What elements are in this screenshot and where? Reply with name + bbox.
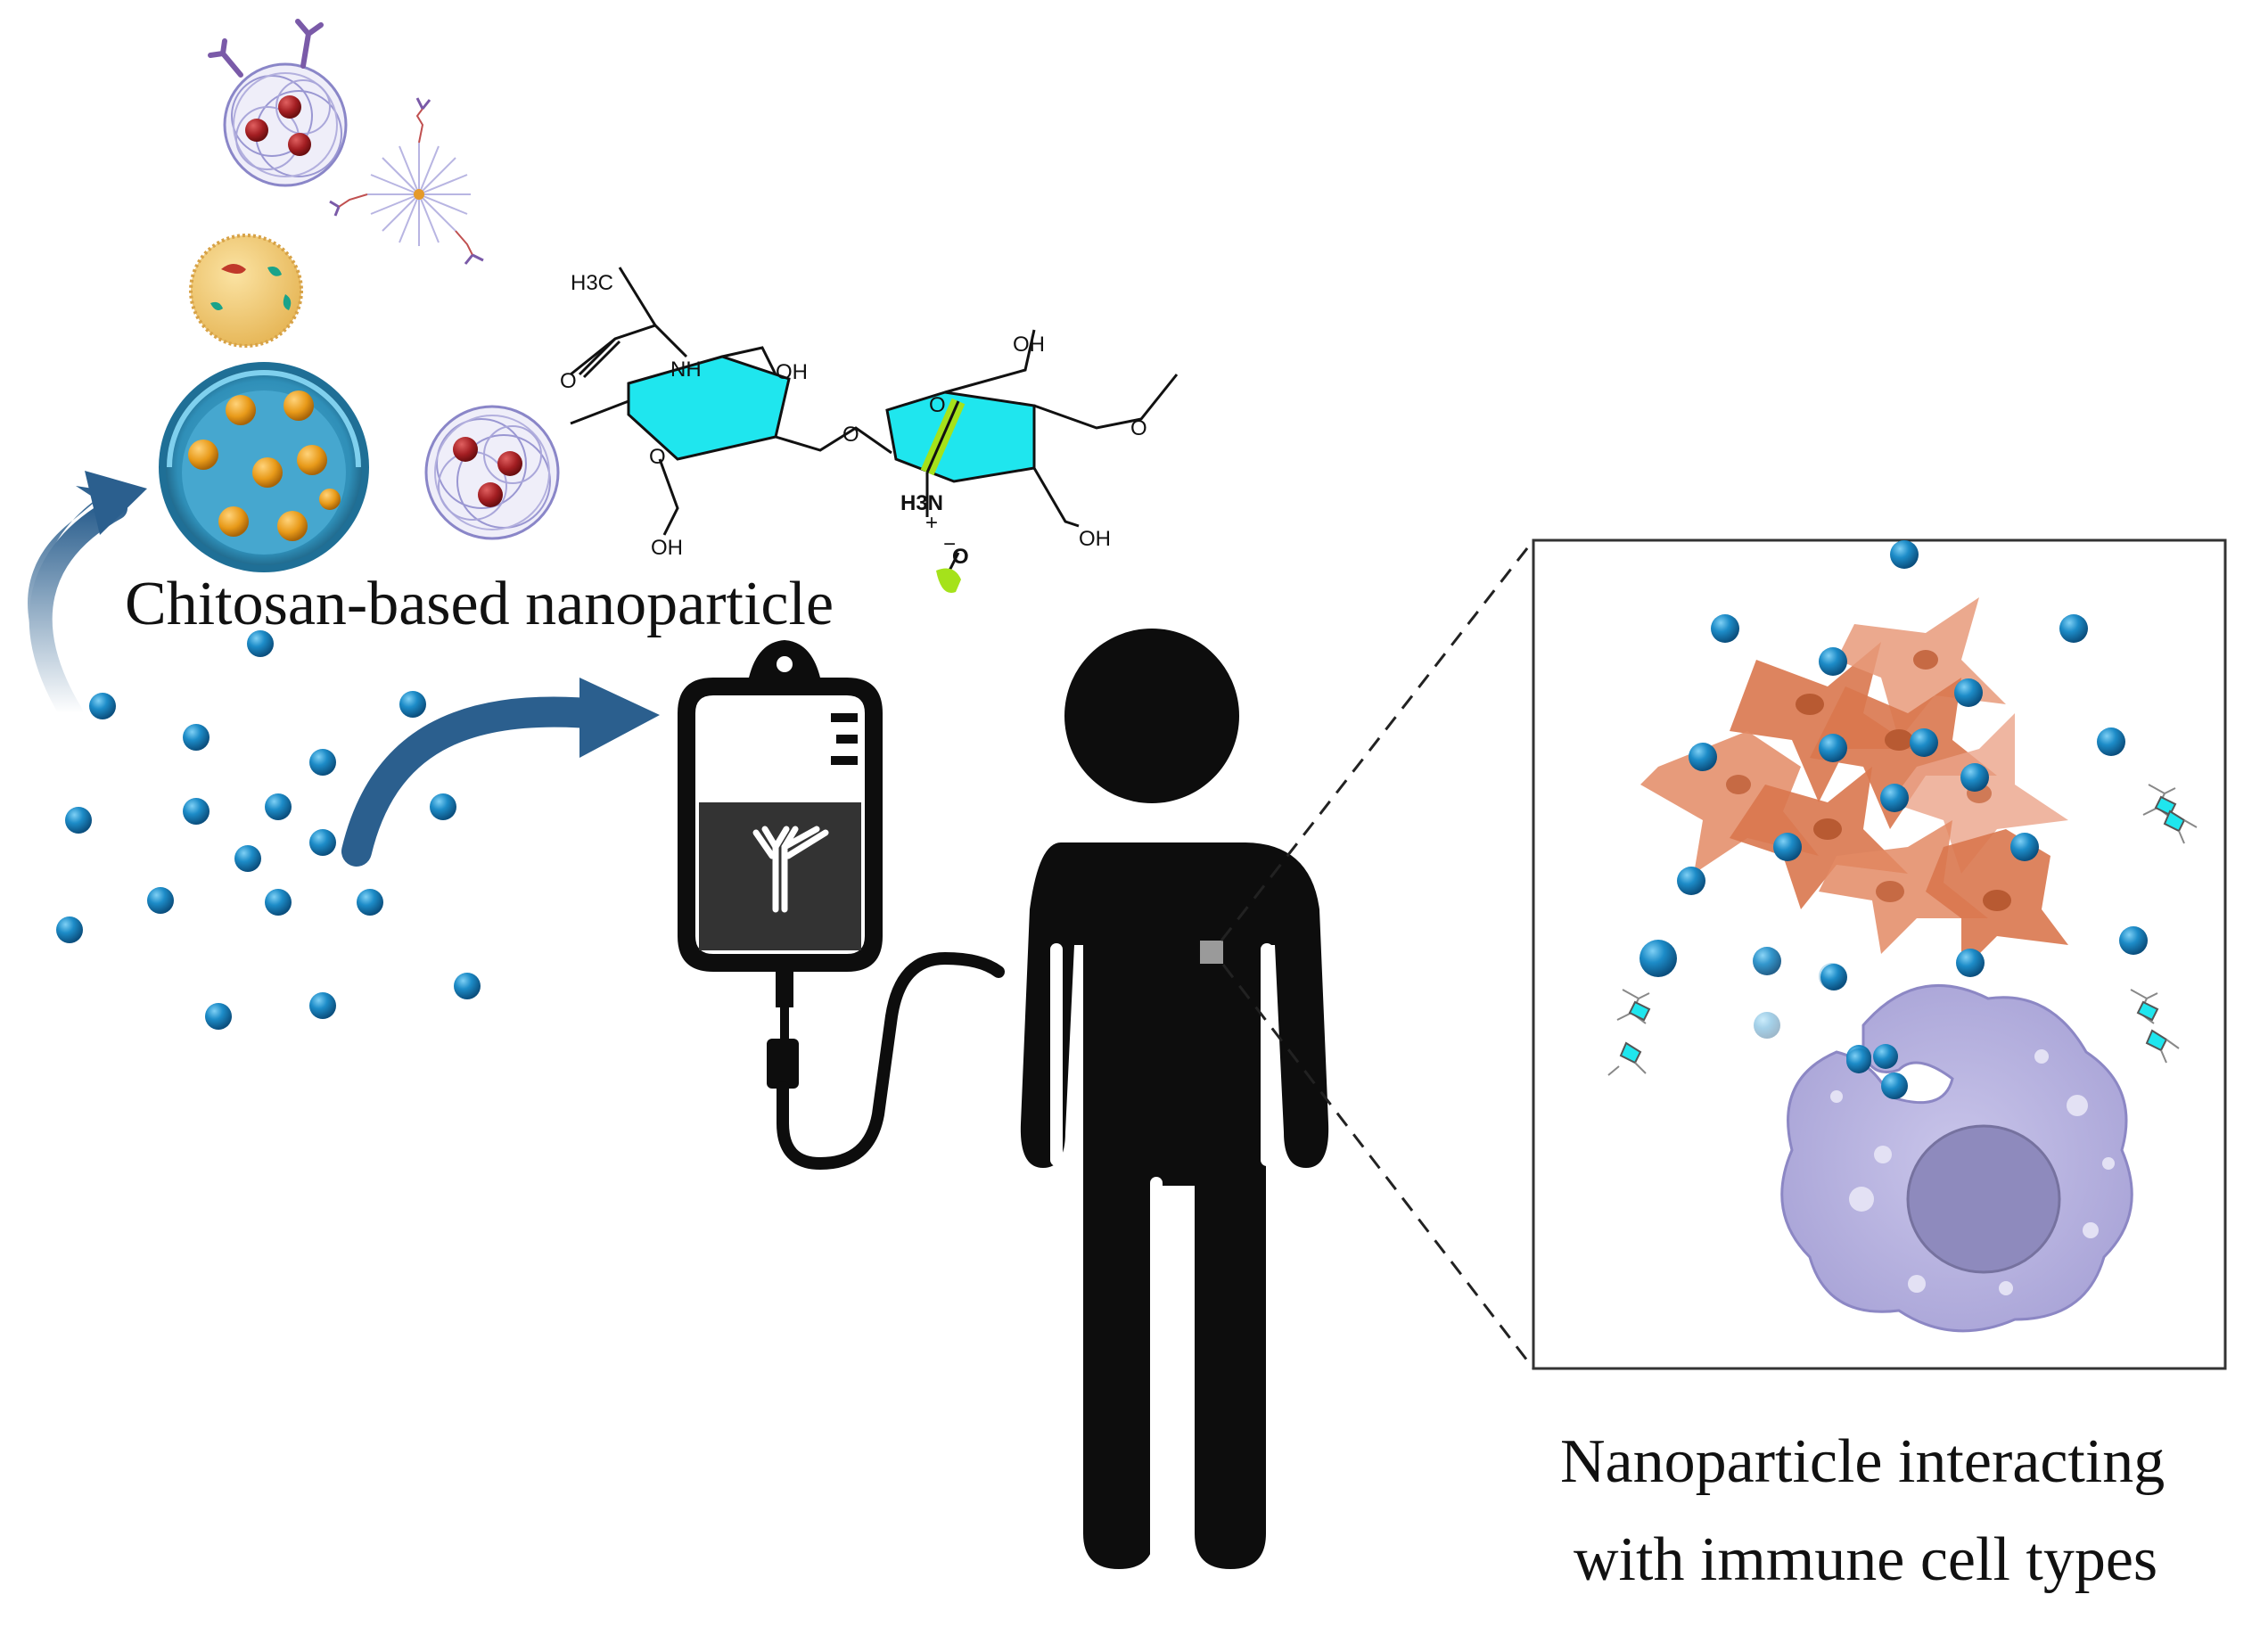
chem-nh-label: NH bbox=[670, 358, 702, 382]
polymer-nanoparticle-with-antibodies bbox=[208, 19, 348, 187]
chem-ring2-oh-bottom-label: OH bbox=[1079, 527, 1111, 551]
nanoparticle-dot bbox=[1711, 614, 1739, 643]
nanoparticle-dot bbox=[1819, 963, 1845, 990]
antibody-icon bbox=[752, 826, 829, 913]
nanoparticle-dot bbox=[1754, 1012, 1780, 1039]
nanoparticle-dot bbox=[1753, 947, 1781, 975]
nanoparticle-dot bbox=[1960, 763, 1989, 792]
nanoparticle-dot bbox=[1640, 940, 1677, 977]
upward-curved-arrow bbox=[28, 471, 147, 725]
nanoparticle-dot bbox=[1846, 1048, 1871, 1073]
fibroblast-cells bbox=[1640, 597, 2068, 972]
polymer-nanoparticle bbox=[424, 405, 560, 540]
nanoparticle-dot bbox=[1881, 1073, 1908, 1099]
liposome-nanoparticle bbox=[189, 234, 303, 348]
nanoparticle-dot bbox=[65, 807, 92, 834]
zoom-guide-lines bbox=[1220, 539, 1535, 1369]
person-silhouette-icon bbox=[1020, 629, 1329, 1569]
nanoparticle-dot bbox=[1819, 647, 1847, 676]
nanoparticle-dot bbox=[1689, 743, 1717, 771]
nanoparticle-dot bbox=[309, 829, 336, 856]
nanoparticle-dot bbox=[1956, 949, 1985, 977]
nanoparticle-dot bbox=[56, 916, 83, 943]
chem-amide-o-label: O bbox=[560, 369, 577, 393]
caption-line-1: Nanoparticle interacting bbox=[1560, 1427, 2165, 1496]
iv-bag-icon bbox=[678, 640, 1005, 1171]
injection-site-marker bbox=[1200, 941, 1223, 964]
chem-ring2-oh-top-label: OH bbox=[1013, 333, 1045, 357]
nanoparticle-dot bbox=[399, 691, 426, 718]
nanoparticle-dot bbox=[265, 889, 292, 916]
chem-glycosidic-o-label: O bbox=[842, 423, 859, 447]
nanoparticle-dot bbox=[1910, 728, 1938, 757]
nanoparticle-dot bbox=[309, 749, 336, 776]
nanoparticle-dot bbox=[2097, 727, 2125, 756]
chem-ring1-oh-top-label: OH bbox=[776, 360, 808, 384]
nanoparticle-dot bbox=[2119, 926, 2148, 955]
nanoparticle-dot bbox=[265, 793, 292, 820]
nanoparticle-dot bbox=[2010, 833, 2039, 861]
chem-ring1-oh-bottom-label: OH bbox=[651, 536, 683, 560]
chem-counter-o-label: O bbox=[952, 545, 969, 569]
nanoparticle-dot bbox=[1880, 784, 1909, 812]
zoomed-nanoparticles bbox=[1640, 540, 2148, 1099]
chem-ammonium-charge: + bbox=[925, 511, 938, 535]
nanoparticle-dot bbox=[454, 973, 481, 999]
nanoparticle-dot bbox=[147, 887, 174, 914]
nanoparticle-dot bbox=[247, 630, 274, 657]
nanoparticle-dot bbox=[1890, 540, 1919, 569]
chem-counter-charge: − bbox=[943, 532, 956, 556]
chem-tail-o-label: O bbox=[1130, 416, 1147, 440]
nanoparticle-dot bbox=[234, 845, 261, 872]
chitosan-title: Chitosan-based nanoparticle bbox=[125, 570, 834, 638]
nanoparticle-dot bbox=[1954, 678, 1983, 707]
nanoparticle-dot bbox=[1773, 833, 1802, 861]
nanoparticle-dot bbox=[183, 798, 210, 825]
nanoparticle-dot bbox=[1873, 1044, 1898, 1069]
nanoparticle-dot bbox=[1819, 734, 1847, 762]
chitosan-structure: H3C NH O OH O OH O O OH OH O H3N + O − bbox=[560, 267, 1179, 593]
nanoparticle-dot bbox=[89, 693, 116, 719]
capsule-nanoparticle bbox=[159, 362, 369, 572]
nanoparticle-dot bbox=[1677, 867, 1705, 895]
free-nanoparticles bbox=[56, 630, 481, 1030]
chem-ammonium-label: H3N bbox=[900, 491, 943, 515]
nanoparticle-dot bbox=[183, 724, 210, 751]
chem-ring2-o-label: O bbox=[929, 393, 946, 417]
t-cell-structures bbox=[1607, 784, 2198, 1076]
infusion-arrow bbox=[341, 678, 660, 867]
micelle-nanoparticle bbox=[329, 97, 484, 265]
caption-line-2: with immune cell types bbox=[1574, 1525, 2158, 1594]
nanoparticle-dot bbox=[2059, 614, 2088, 643]
nanoparticle-dot bbox=[357, 889, 383, 916]
chem-methyl-label: H3C bbox=[571, 271, 613, 295]
nanoparticle-dot bbox=[430, 793, 456, 820]
chem-ring1-o-label: O bbox=[649, 445, 666, 469]
macrophage-cell-icon bbox=[1780, 984, 2133, 1333]
nanoparticle-dot bbox=[309, 992, 336, 1019]
nanoparticle-dot bbox=[205, 1003, 232, 1030]
